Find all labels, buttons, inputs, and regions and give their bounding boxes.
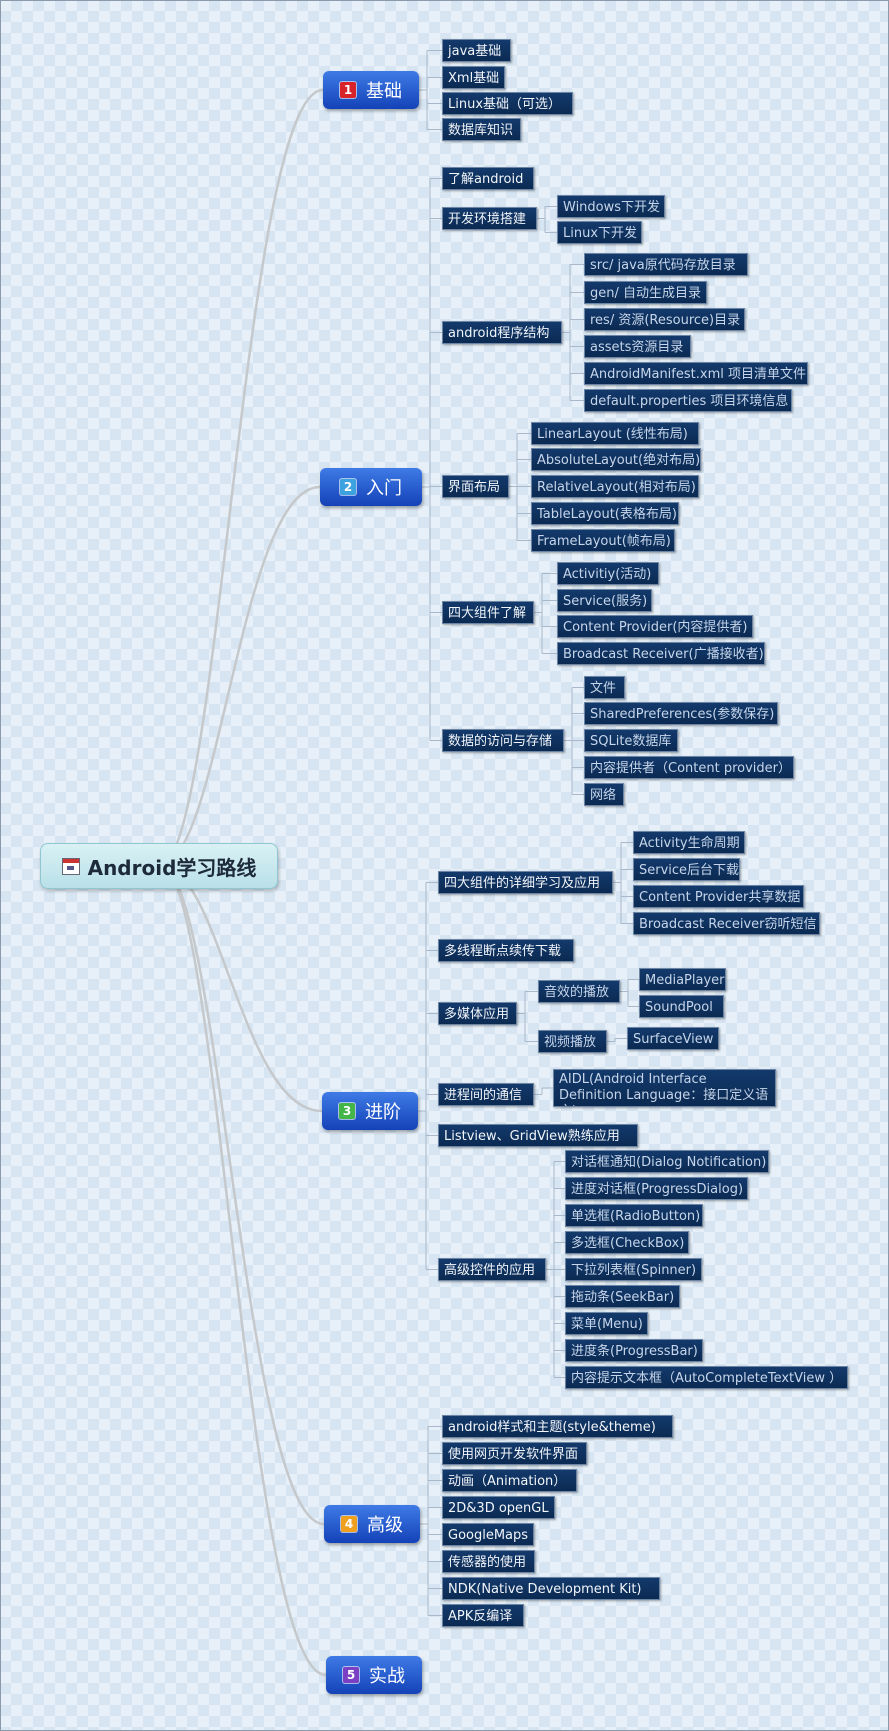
subtopic-node[interactable]: GoogleMaps [442,1523,534,1546]
subtopic-node[interactable]: 高级控件的应用 [438,1258,546,1281]
leaf-node[interactable]: Linux下开发 [557,221,642,244]
leaf-node[interactable]: SQLite数据库 [584,729,678,752]
leaf-node[interactable]: res/ 资源(Resource)目录 [584,308,745,331]
leaf-node[interactable]: Windows下开发 [557,195,665,218]
leaf-node[interactable]: Broadcast Receiver(广播接收者) [557,642,765,665]
subtopic-node[interactable]: 四大组件的详细学习及应用 [438,871,613,894]
leaf-node[interactable]: AIDL(Android Interface Definition Langua… [553,1069,776,1107]
leaf-node[interactable]: 文件 [584,676,625,699]
branch-1[interactable]: 1 基础 [323,71,419,109]
leaf-node[interactable]: AbsoluteLayout(绝对布局) [531,448,701,471]
leaf-node[interactable]: assets资源目录 [584,335,691,358]
subtopic-node[interactable]: 界面布局 [442,475,509,498]
branch-label: 高级 [367,1515,403,1536]
leaf-node[interactable]: SoundPool [639,995,724,1018]
subtopic-node[interactable]: android样式和主题(style&theme) [442,1415,673,1438]
leaf-node[interactable]: Content Provider共享数据 [633,885,804,908]
leaf-node[interactable]: src/ java原代码存放目录 [584,253,748,276]
leaf-node[interactable]: 音效的播放 [538,980,620,1003]
branch-3[interactable]: 3 进阶 [322,1092,418,1130]
branch-5[interactable]: 5 实战 [326,1656,422,1694]
leaf-node[interactable]: Activity生命周期 [633,831,745,854]
subtopic-node[interactable]: 传感器的使用 [442,1550,535,1573]
subtopic-node[interactable]: Linux基础（可选） [442,92,573,115]
subtopic-node[interactable]: 多线程断点续传下载 [438,939,574,962]
subtopic-node[interactable]: 数据库知识 [442,118,521,141]
leaf-node[interactable]: RelativeLayout(相对布局) [531,475,699,498]
subtopic-node[interactable]: 开发环境搭建 [442,207,537,230]
subtopic-node[interactable]: NDK(Native Development Kit) [442,1577,660,1600]
leaf-node[interactable]: 对话框通知(Dialog Notification) [565,1150,769,1173]
connector-line [159,863,327,1677]
number-badge-icon: 3 [339,1103,355,1119]
root-topic[interactable]: Android学习路线 [40,843,278,889]
leaf-node[interactable]: gen/ 自动生成目录 [584,281,707,304]
subtopic-node[interactable]: java基础 [442,39,511,62]
leaf-node[interactable]: default.properties 项目环境信息 [584,389,792,412]
branch-4[interactable]: 4 高级 [324,1505,420,1543]
connector-line [159,88,324,867]
leaf-node[interactable]: Service后台下载 [633,858,740,881]
branch-2[interactable]: 2 入门 [320,468,422,506]
branch-label: 实战 [369,1666,405,1687]
leaf-node[interactable]: MediaPlayer [639,968,726,991]
number-badge-icon: 5 [343,1667,359,1683]
number-badge-icon: 1 [340,82,356,98]
subtopic-node[interactable]: 了解android [442,167,534,190]
leaf-node[interactable]: 内容提供者（Content provider） [584,756,794,779]
subtopic-node[interactable]: 使用网页开发软件界面 [442,1442,587,1465]
leaf-node[interactable]: TableLayout(表格布局) [531,502,679,525]
leaf-node[interactable]: SharedPreferences(参数保存) [584,702,778,725]
leaf-node[interactable]: Content Provider(内容提供者) [557,615,753,638]
subtopic-node[interactable]: 2D&3D openGL [442,1496,555,1519]
subtopic-node[interactable]: 进程间的通信 [438,1083,534,1106]
leaf-node[interactable]: 内容提示文本框（AutoCompleteTextView ） [565,1366,848,1389]
leaf-node[interactable]: 进度对话框(ProgressDialog) [565,1177,748,1200]
leaf-node[interactable]: LinearLayout (线性布局) [531,422,699,445]
leaf-node[interactable]: 多选框(CheckBox) [565,1231,689,1254]
calendar-icon [61,857,80,875]
subtopic-node[interactable]: android程序结构 [442,321,562,344]
number-badge-icon: 2 [340,479,356,495]
leaf-node[interactable]: 菜单(Menu) [565,1312,648,1335]
branch-label: 进阶 [365,1102,401,1123]
leaf-node[interactable]: 进度条(ProgressBar) [565,1339,703,1362]
leaf-node[interactable]: Broadcast Receiver窃听短信 [633,912,820,935]
subtopic-node[interactable]: Xml基础 [442,66,505,89]
subtopic-node[interactable]: APK反编译 [442,1604,524,1627]
branch-label: 基础 [366,81,402,102]
leaf-node[interactable]: 网络 [584,783,624,806]
leaf-node[interactable]: FrameLayout(帧布局) [531,529,675,552]
leaf-node[interactable]: AndroidManifest.xml 项目清单文件 [584,362,808,385]
number-badge-icon: 4 [341,1516,357,1532]
subtopic-node[interactable]: 四大组件了解 [442,601,534,624]
branch-label: 入门 [366,478,402,499]
subtopic-node[interactable]: 多媒体应用 [438,1002,517,1025]
root-label: Android学习路线 [87,855,257,880]
connector-line [159,863,325,1526]
leaf-node[interactable]: 视频播放 [538,1030,607,1053]
leaf-node[interactable]: 下拉列表框(Spinner) [565,1258,702,1281]
subtopic-node[interactable]: 动画（Animation） [442,1469,577,1492]
leaf-node[interactable]: SurfaceView [627,1027,719,1050]
subtopic-node[interactable]: 数据的访问与存储 [442,729,564,752]
leaf-node[interactable]: 拖动条(SeekBar) [565,1285,680,1308]
leaf-node[interactable]: 单选框(RadioButton) [565,1204,703,1227]
connector-line [159,485,321,867]
subtopic-node[interactable]: Listview、GridView熟练应用 [438,1124,638,1147]
leaf-node[interactable]: Activitiy(活动) [557,562,659,585]
leaf-node[interactable]: Service(服务) [557,589,652,612]
